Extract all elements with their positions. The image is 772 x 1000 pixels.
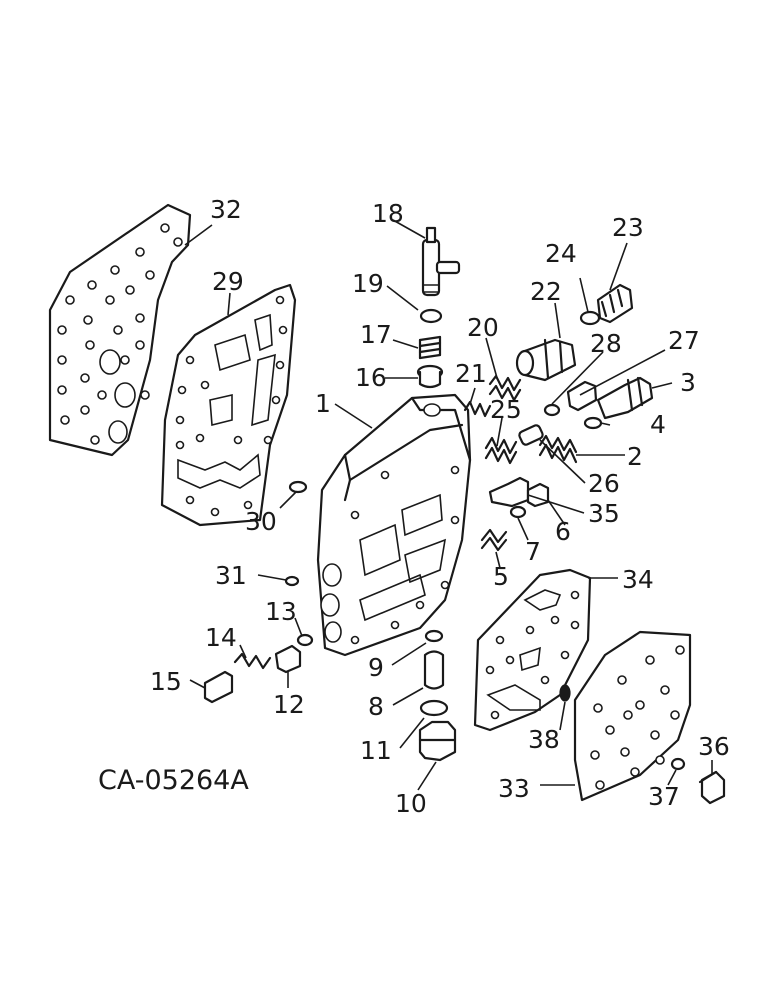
callout-labels: 32 29 1 18 19 17 16 20 21 22 24 23 28 27… xyxy=(150,195,730,818)
callout-25: 25 xyxy=(490,395,522,424)
callout-19: 19 xyxy=(352,269,384,298)
part-1-valve-body xyxy=(316,393,472,657)
part-36-bolt xyxy=(698,770,726,805)
callout-29: 29 xyxy=(212,267,244,296)
part-6-plug xyxy=(526,482,550,508)
callout-27: 27 xyxy=(668,326,700,355)
callout-21: 21 xyxy=(455,359,487,388)
callout-11: 11 xyxy=(360,736,392,765)
callout-7: 7 xyxy=(525,537,541,566)
callout-23: 23 xyxy=(612,213,644,242)
part-20-spring xyxy=(488,374,522,402)
part-38-seal xyxy=(559,684,571,702)
callout-3: 3 xyxy=(680,368,696,397)
callout-18: 18 xyxy=(372,199,404,228)
callout-24: 24 xyxy=(545,239,577,268)
callout-17: 17 xyxy=(360,320,392,349)
part-30-o-ring xyxy=(288,480,308,494)
callout-33: 33 xyxy=(498,774,530,803)
part-18-tee-fitting xyxy=(421,226,461,297)
part-14-spring xyxy=(233,652,272,670)
callout-15: 15 xyxy=(150,667,182,696)
part-8-plunger xyxy=(423,650,445,690)
part-3-plug xyxy=(596,376,654,420)
part-35-plug xyxy=(488,476,530,508)
callout-16: 16 xyxy=(355,363,387,392)
leader-lines xyxy=(184,219,713,791)
part-15-plunger xyxy=(203,670,234,704)
callout-31: 31 xyxy=(215,561,247,590)
part-24-o-ring xyxy=(579,310,601,326)
part-27-washer xyxy=(543,403,561,417)
callout-2: 2 xyxy=(627,442,643,471)
callout-12: 12 xyxy=(273,690,305,719)
part-19-o-ring xyxy=(419,308,443,324)
part-11-o-ring xyxy=(419,699,449,717)
callout-13: 13 xyxy=(265,597,297,626)
callout-20: 20 xyxy=(467,313,499,342)
callout-36: 36 xyxy=(698,732,730,761)
callout-6: 6 xyxy=(555,517,571,546)
callout-4: 4 xyxy=(650,410,666,439)
part-17-spring xyxy=(418,335,442,360)
callout-37: 37 xyxy=(648,782,680,811)
callout-35: 35 xyxy=(588,499,620,528)
callout-1: 1 xyxy=(315,389,331,418)
part-23-cap xyxy=(596,283,634,324)
part-37-washer xyxy=(670,757,686,771)
part-29-separator-plate xyxy=(160,283,297,527)
callout-30: 30 xyxy=(245,507,277,536)
part-31-o-ring xyxy=(284,575,300,587)
part-13-o-ring xyxy=(296,633,314,647)
part-32-gasket-plate xyxy=(48,203,192,457)
callout-8: 8 xyxy=(368,692,384,721)
part-22-fitting xyxy=(515,338,577,382)
callout-34: 34 xyxy=(622,565,654,594)
part-5-spring xyxy=(480,528,508,552)
callout-22: 22 xyxy=(530,277,562,306)
part-25-spring xyxy=(484,436,518,465)
drawing-reference-code: CA-05264A xyxy=(98,765,249,796)
part-33-cover-plate xyxy=(573,630,692,802)
part-12-plug xyxy=(274,644,302,674)
callout-28: 28 xyxy=(590,329,622,358)
callout-9: 9 xyxy=(368,653,384,682)
part-28-fitting xyxy=(566,380,598,412)
part-21-spring xyxy=(463,400,492,418)
part-7-ring xyxy=(509,505,527,519)
callout-10: 10 xyxy=(395,789,427,818)
part-26-spool xyxy=(518,424,544,446)
part-16-plug xyxy=(416,364,444,389)
part-10-plug xyxy=(418,720,457,762)
callout-5: 5 xyxy=(493,562,509,591)
callout-38: 38 xyxy=(528,725,560,754)
callout-14: 14 xyxy=(205,623,237,652)
part-9-o-ring xyxy=(424,629,444,643)
callout-32: 32 xyxy=(210,195,242,224)
part-34-separator-plate xyxy=(473,568,592,732)
part-4-o-ring xyxy=(583,416,603,430)
callout-26: 26 xyxy=(588,469,620,498)
